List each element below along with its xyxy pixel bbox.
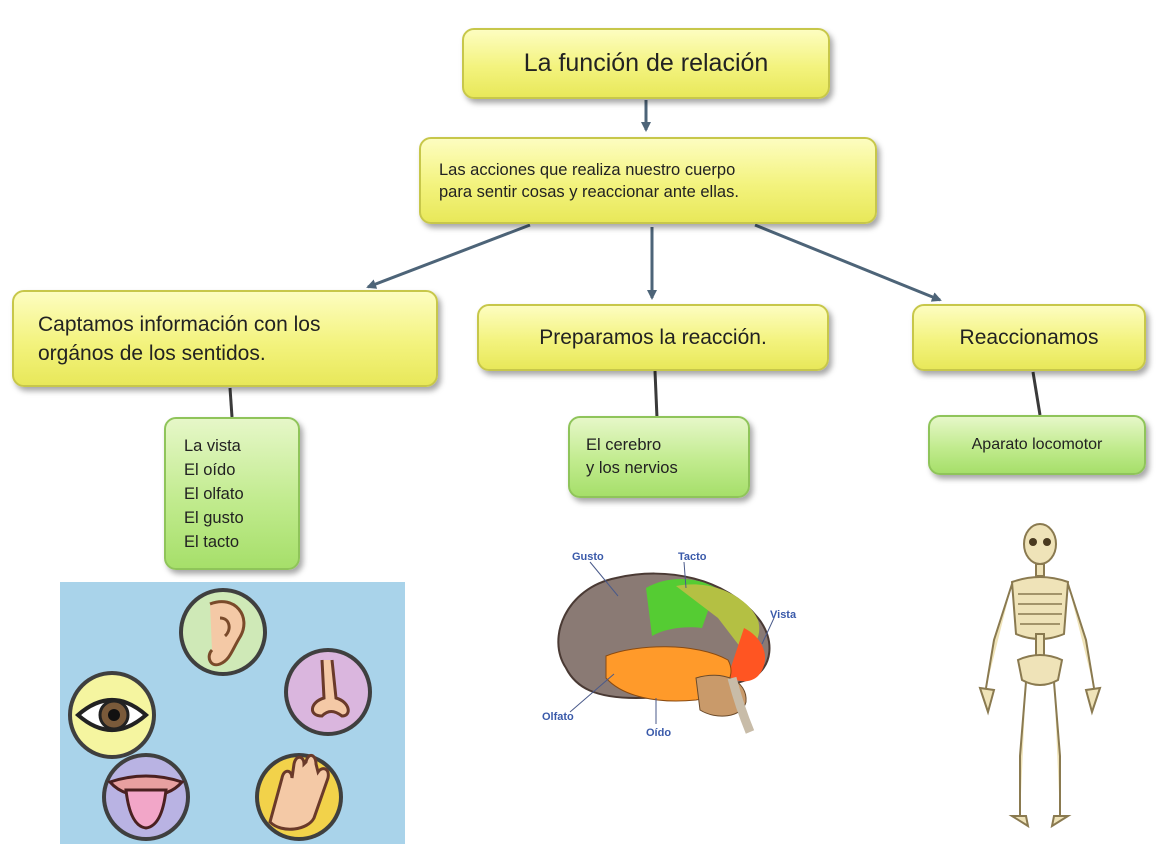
link-react-detail <box>1031 371 1042 416</box>
brain-illustration: Gusto Tacto Vista Olfato Oído <box>526 548 806 740</box>
title-text: La función de relación <box>523 49 769 77</box>
detail-senses-text: La vista El oído El olfato El gusto El t… <box>184 436 244 551</box>
detail-prepare-text: El cerebro y los nervios <box>586 436 678 477</box>
eye-icon <box>68 671 156 759</box>
brain-label-tacto: Tacto <box>678 551 707 563</box>
detail-react-text: Aparato locomotor <box>971 436 1103 453</box>
brain-label-gusto: Gusto <box>572 551 604 563</box>
arrow-to-senses <box>366 223 531 289</box>
brain-label-oido: Oído <box>646 727 671 739</box>
branch-senses-box: Captamos información con los orgános de … <box>12 290 438 387</box>
nose-icon <box>284 648 372 736</box>
senses-illustration <box>60 582 405 844</box>
detail-senses-box: La vista El oído El olfato El gusto El t… <box>164 417 300 570</box>
branch-senses-label: Captamos información con los orgános de … <box>38 312 321 365</box>
detail-prepare-box: El cerebro y los nervios <box>568 416 750 498</box>
link-senses-detail <box>228 387 234 418</box>
brain-label-olfato: Olfato <box>542 711 574 723</box>
title-box: La función de relación <box>462 28 830 99</box>
ear-icon <box>179 588 267 676</box>
link-prepare-detail <box>653 370 659 419</box>
brain-label-vista: Vista <box>770 609 797 621</box>
definition-text: Las acciones que realiza nuestro cuerpo … <box>439 160 739 201</box>
tongue-icon <box>102 753 190 841</box>
definition-box: Las acciones que realiza nuestro cuerpo … <box>419 137 877 224</box>
skeleton-illustration <box>978 523 1102 829</box>
detail-react-box: Aparato locomotor <box>928 415 1146 475</box>
hand-icon <box>255 753 343 841</box>
branch-react-label: Reaccionamos <box>959 325 1099 349</box>
branch-prepare-box: Preparamos la reacción. <box>477 304 829 371</box>
branch-react-box: Reaccionamos <box>912 304 1146 371</box>
arrow-to-react <box>754 223 942 302</box>
branch-prepare-label: Preparamos la reacción. <box>539 325 767 349</box>
